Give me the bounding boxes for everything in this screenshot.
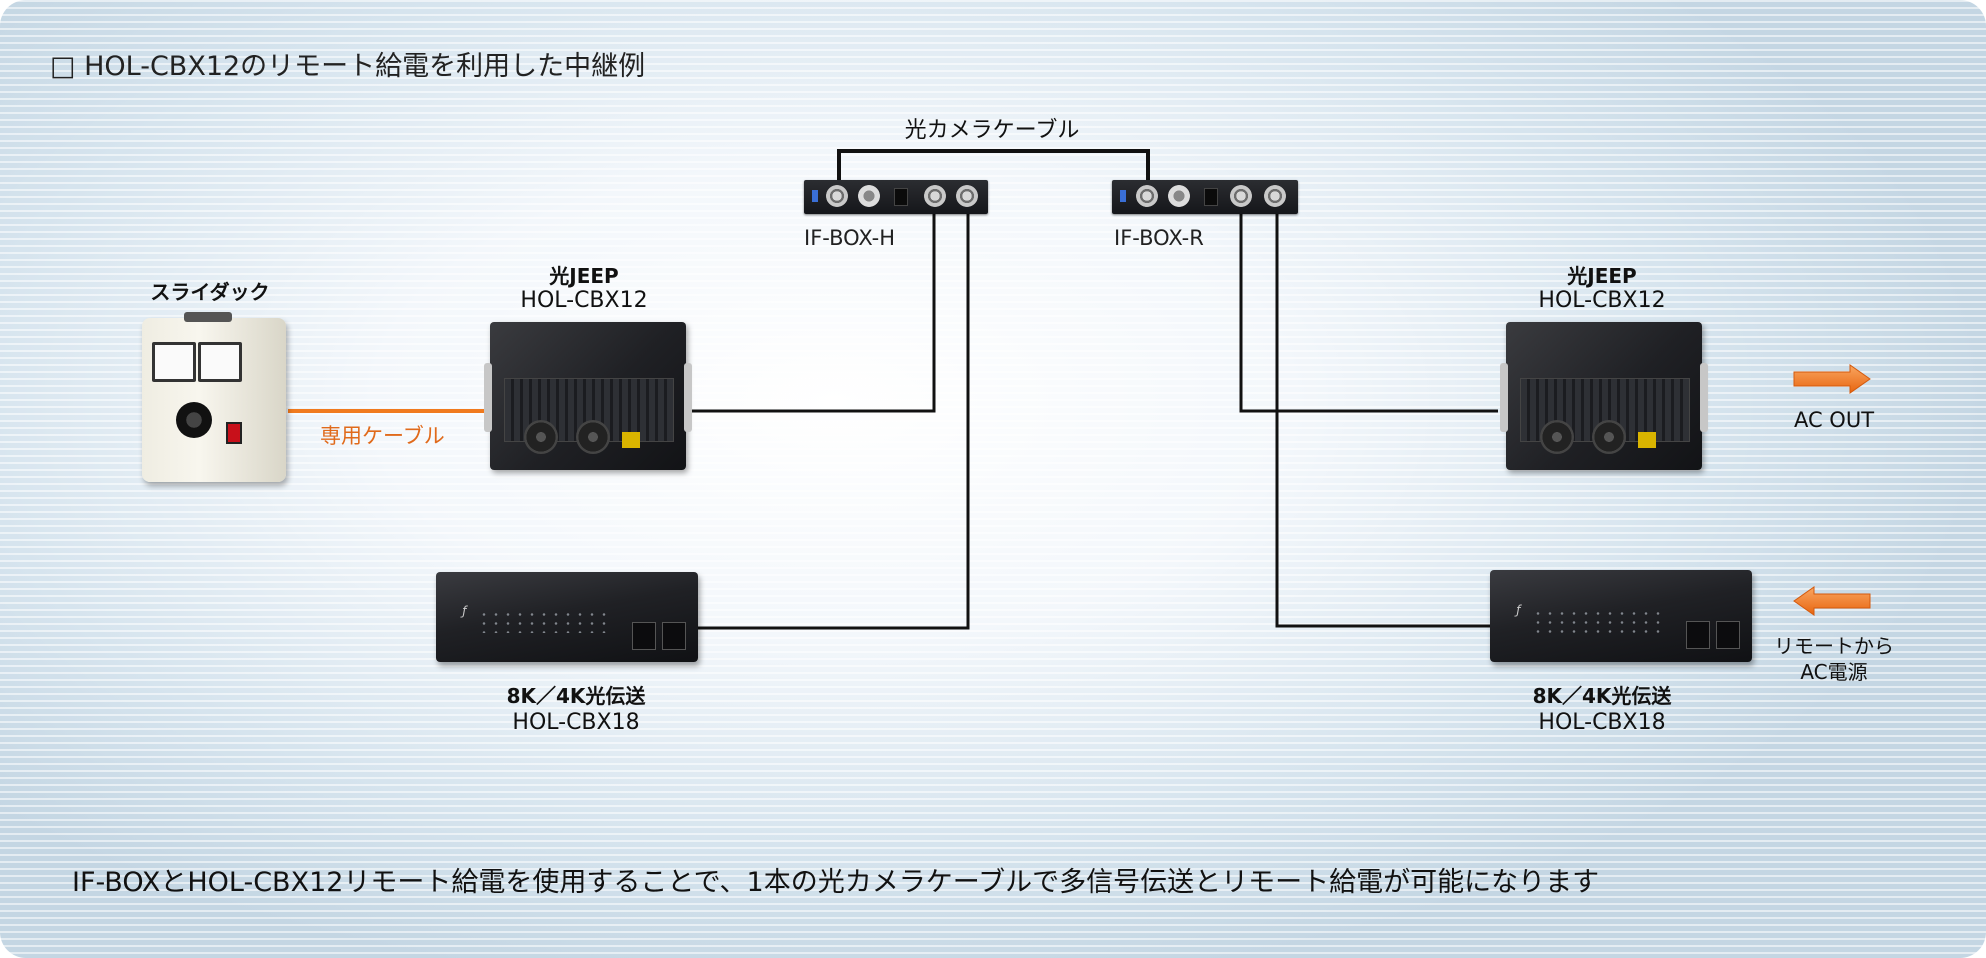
slidac-icon <box>142 312 286 482</box>
meter-icon <box>198 342 242 382</box>
switch-icon <box>1204 188 1218 206</box>
rack-handle <box>484 363 492 432</box>
fan-icon <box>1592 420 1626 454</box>
remote-ac-line1: リモートから <box>1774 634 1894 658</box>
jeep-left-name: 光JEEP <box>549 264 619 288</box>
wire-ifboxh-jeep <box>682 210 936 413</box>
slot-icon <box>1686 620 1710 649</box>
slot-icon <box>1716 620 1740 649</box>
remote-ac-line2: AC電源 <box>1800 660 1868 684</box>
connector-icon <box>1230 185 1252 207</box>
connector-icon <box>956 185 978 207</box>
switch-icon <box>894 188 908 206</box>
brand-logo: ƒ <box>1516 603 1521 618</box>
warning-label <box>622 432 640 448</box>
footer-note: IF-BOXとHOL-CBX12リモート給電を使用することで、1本の光カメラケー… <box>72 867 1600 898</box>
xlr-connector-icon <box>858 185 880 207</box>
jeep-right-name: 光JEEP <box>1567 264 1637 288</box>
connector-icon <box>1136 185 1158 207</box>
slidac-handle <box>184 312 232 322</box>
cbx18-right-icon: ƒ <box>1490 570 1752 662</box>
slot-icon <box>662 621 686 650</box>
cbx18-left-icon: ƒ <box>436 572 698 662</box>
arrow-right-icon <box>1793 364 1871 394</box>
xlr-connector-icon <box>1168 185 1190 207</box>
fan-icon <box>576 420 610 454</box>
cable-label: 光カメラケーブル <box>904 118 1080 143</box>
wire-ifboxr-cbx18 <box>1275 210 1490 628</box>
fan-icon <box>524 420 558 454</box>
warning-label <box>1638 432 1656 448</box>
brand-logo: ƒ <box>462 604 467 619</box>
meter-icon <box>152 342 196 382</box>
led-icon <box>812 190 818 202</box>
ifbox-h-icon <box>804 180 988 214</box>
trans-right-name: 8K／4K光伝送 <box>1532 684 1672 708</box>
jeep-left-model: HOL-CBX12 <box>520 288 648 313</box>
connector-icon <box>1264 185 1286 207</box>
indicator-grid <box>1531 608 1669 633</box>
fan-icon <box>1540 420 1574 454</box>
dedicated-cable-label: 専用ケーブル <box>320 424 445 448</box>
slidac-label: スライダック <box>150 280 270 304</box>
jeep-right-model: HOL-CBX12 <box>1538 288 1666 313</box>
connector-icon <box>826 185 848 207</box>
ifbox-r-label: IF-BOX-R <box>1114 226 1204 250</box>
wire-ifboxr-jeep <box>1239 210 1498 413</box>
ac-out-label: AC OUT <box>1793 408 1875 432</box>
trans-left-model: HOL-CBX18 <box>512 710 640 735</box>
jeep-right-icon <box>1500 322 1708 470</box>
connector-icon <box>924 185 946 207</box>
led-icon <box>1120 190 1126 202</box>
ifbox-r-icon <box>1112 180 1298 214</box>
slot-icon <box>632 621 656 650</box>
trans-right-model: HOL-CBX18 <box>1538 710 1666 735</box>
rack-handle <box>1700 363 1708 432</box>
trans-left-name: 8K／4K光伝送 <box>506 684 646 708</box>
ifbox-h-label: IF-BOX-H <box>804 226 896 250</box>
wire-ifboxh-cbx18 <box>692 210 970 630</box>
rack-handle <box>1500 363 1508 432</box>
indicator-grid <box>477 609 615 634</box>
power-switch-icon <box>226 422 242 444</box>
optical-camera-cable <box>837 149 1150 181</box>
arrow-left-icon <box>1793 586 1871 616</box>
page-title: □ HOL-CBX12のリモート給電を利用した中継例 <box>50 51 646 82</box>
knob-icon <box>176 402 212 438</box>
jeep-left-icon <box>484 322 692 470</box>
rack-handle <box>684 363 692 432</box>
